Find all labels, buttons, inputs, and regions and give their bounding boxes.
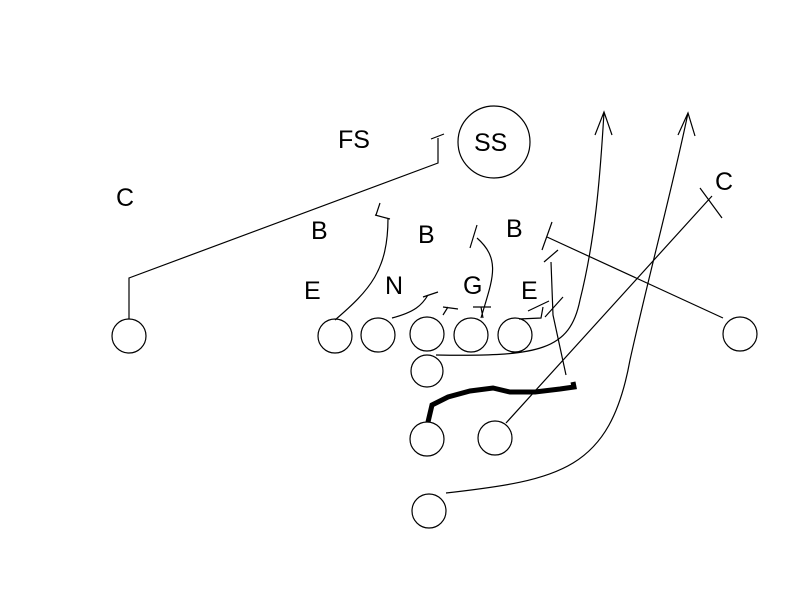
- fullback-route: [505, 187, 723, 424]
- player-flanker: [722, 316, 758, 352]
- label-corner-left: C: [116, 184, 134, 212]
- routes: [128, 110, 724, 494]
- label-end-left: E: [304, 277, 321, 305]
- tackle-block-route: [334, 202, 391, 321]
- label-nose: N: [385, 272, 403, 300]
- strong-safety-circle: [457, 105, 531, 179]
- label-backer-middle: B: [418, 221, 435, 249]
- player-right-tackle: [497, 317, 533, 353]
- player-fullback: [477, 420, 513, 456]
- label-end-right: E: [521, 277, 538, 305]
- label-free-safety: FS: [338, 126, 370, 154]
- quarterback-go-route: [435, 110, 613, 356]
- right-tackle-block: [518, 296, 564, 320]
- center-block: [442, 306, 459, 316]
- offense-players: [111, 316, 758, 529]
- player-quarterback: [410, 354, 444, 388]
- label-guard: G: [463, 272, 482, 300]
- label-backer-left: B: [311, 217, 328, 245]
- player-left-tackle: [317, 318, 353, 354]
- player-center: [409, 316, 445, 352]
- flanker-crack-route: [546, 236, 724, 319]
- player-halfback: [409, 421, 445, 457]
- player-right-guard: [453, 317, 489, 353]
- split-end-block-route: [128, 133, 445, 319]
- player-wingback: [411, 493, 447, 529]
- guard-block-route: [391, 291, 439, 319]
- label-corner-right: C: [715, 168, 733, 196]
- right-guard-block-route: [469, 224, 494, 319]
- label-backer-right: B: [506, 215, 523, 243]
- player-left-guard: [360, 317, 396, 353]
- player-split-end: [111, 318, 147, 354]
- wingback-go-route: [445, 111, 696, 494]
- halfback-motion-path: [425, 381, 577, 423]
- label-strong-safety: SS: [474, 129, 507, 157]
- tight-end-route: [541, 221, 567, 376]
